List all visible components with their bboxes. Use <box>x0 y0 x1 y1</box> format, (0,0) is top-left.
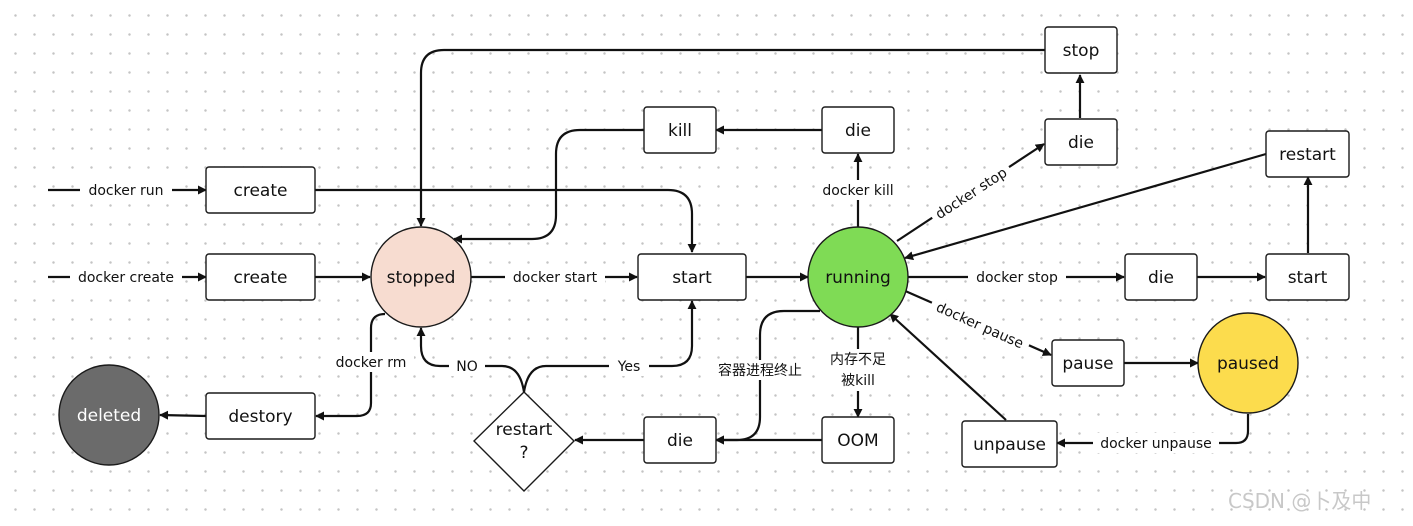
node-restart: restart <box>1265 130 1350 178</box>
label-docker-stop-right: docker stop <box>976 270 1058 286</box>
node-stopped: stopped <box>370 226 472 328</box>
node-create: create <box>205 253 316 301</box>
node-paused: paused <box>1197 312 1299 414</box>
node-pause-label: pause <box>1062 354 1113 374</box>
node-unpause: unpause <box>961 420 1058 468</box>
label-oom-line2: 被kill <box>841 373 875 389</box>
edge-unpause-to-running <box>889 313 1007 421</box>
nodes: create create destory deleted stopped st… <box>58 26 1350 492</box>
node-restart-label: restart <box>1279 145 1336 165</box>
node-stopped-label: stopped <box>387 268 456 288</box>
edge-restartq-to-stopped <box>416 327 526 393</box>
label-oom-line1: 内存不足 <box>830 352 886 368</box>
watermark-text: CSDN @卜及中 <box>1228 489 1371 513</box>
label-docker-rm: docker rm <box>336 355 407 371</box>
node-running: running <box>807 226 909 328</box>
label-docker-start: docker start <box>513 270 598 286</box>
edge-stopped-to-destory <box>315 312 386 421</box>
edge-restart-to-running <box>904 152 1267 261</box>
node-start-main-label: start <box>672 268 712 288</box>
node-die-right: die <box>1124 253 1198 301</box>
node-destory: destory <box>205 392 316 440</box>
node-deleted-label: deleted <box>77 406 141 426</box>
node-start-right: start <box>1265 253 1350 301</box>
node-die-right-label: die <box>1148 268 1174 288</box>
label-docker-pause: docker pause <box>933 300 1025 353</box>
node-die-kill-label: die <box>845 121 871 141</box>
node-paused-label: paused <box>1217 354 1279 374</box>
label-docker-run: docker run <box>88 183 163 199</box>
node-restart-question-line1: restart <box>496 420 553 440</box>
node-die-bottom: die <box>643 416 717 464</box>
node-oom: OOM <box>821 416 895 464</box>
edge-restartq-to-start <box>522 300 697 393</box>
label-docker-create: docker create <box>78 270 174 286</box>
node-stop-label: stop <box>1063 41 1100 61</box>
edge-create-to-start <box>315 188 697 253</box>
label-docker-unpause: docker unpause <box>1100 436 1212 452</box>
node-die-kill: die <box>821 106 895 154</box>
node-kill: kill <box>643 106 717 154</box>
label-no: NO <box>456 359 478 375</box>
node-create-run-label: create <box>234 181 288 201</box>
node-restart-question-line2: ? <box>519 443 528 463</box>
edge-stop-to-stopped <box>416 48 1045 227</box>
node-start-main: start <box>637 253 747 301</box>
node-stop: stop <box>1044 26 1118 74</box>
node-die-stop: die <box>1044 118 1118 166</box>
node-running-label: running <box>825 268 891 288</box>
node-oom-label: OOM <box>837 431 878 451</box>
node-restart-question: restart ? <box>473 391 575 492</box>
node-kill-label: kill <box>668 121 692 141</box>
node-deleted: deleted <box>58 364 160 466</box>
edge-paused-to-unpause <box>1056 414 1250 448</box>
label-process-exit: 容器进程终止 <box>718 362 802 379</box>
node-die-stop-label: die <box>1068 133 1094 153</box>
edge-destory-to-deleted <box>159 410 207 420</box>
label-docker-kill: docker kill <box>822 183 893 199</box>
node-unpause-label: unpause <box>973 435 1046 455</box>
node-start-right-label: start <box>1288 268 1328 288</box>
label-docker-stop-upper: docker stop <box>933 165 1010 223</box>
node-pause: pause <box>1051 339 1125 387</box>
node-create-run: create <box>205 166 316 214</box>
node-die-bottom-label: die <box>667 431 693 451</box>
node-create-label: create <box>234 268 288 288</box>
node-destory-label: destory <box>228 407 292 427</box>
edge-kill-to-stopped <box>453 128 644 244</box>
label-yes: Yes <box>617 359 641 375</box>
